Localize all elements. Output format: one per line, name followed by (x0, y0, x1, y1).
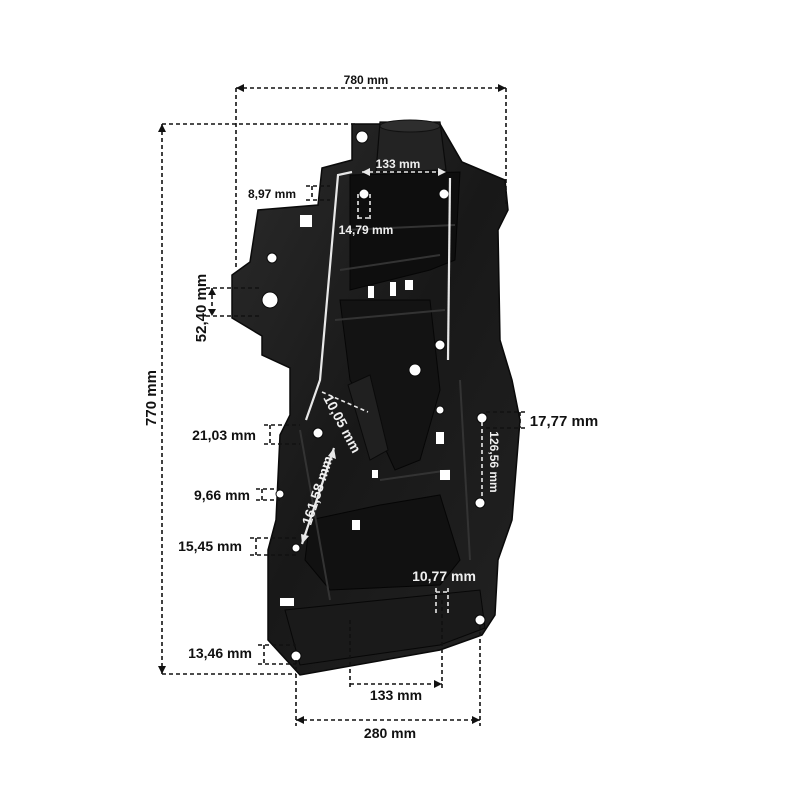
dim-bottom-small: 10,77 mm (412, 568, 476, 615)
dim-left-bottom-step: 13,46 mm (188, 644, 296, 665)
label-overall-width: 780 mm (344, 73, 389, 87)
label-overall-height: 770 mm (143, 370, 160, 426)
dim-top-left-small: 8,97 mm (248, 185, 330, 201)
label-left-step-1: 21,03 mm (192, 427, 256, 443)
light-outline-line (304, 170, 353, 421)
label-bottom-width: 280 mm (364, 725, 416, 741)
dim-top-hole-offset: 14,79 mm (339, 194, 394, 237)
slots (280, 215, 450, 606)
top-boss-rim (379, 119, 441, 133)
label-left-bottom-step: 13,46 mm (188, 645, 252, 661)
dim-bottom-width: 280 mm (295, 625, 481, 741)
dim-right-hole-offset: 17,77 mm (486, 411, 598, 430)
dim-left-step-3: 15,45 mm (178, 537, 296, 556)
dim-left-hole-height: 52,40 mm (193, 274, 262, 342)
label-right-hole-offset: 17,77 mm (530, 413, 598, 430)
dim-overall-width: 780 mm (235, 73, 507, 270)
label-bottom-small: 10,77 mm (412, 568, 476, 584)
bracket-part (231, 119, 521, 676)
dim-left-step-2: 9,66 mm (194, 487, 280, 503)
dim-right-vertical: 126,56 mm (481, 422, 501, 500)
label-top-left-small: 8,97 mm (248, 187, 296, 201)
light-outline-line-2 (446, 177, 452, 361)
label-left-hole-height: 52,40 mm (193, 274, 210, 342)
label-left-step-2: 9,66 mm (194, 487, 250, 503)
label-bottom-inner-span: 133 mm (370, 687, 422, 703)
diagonal-arm (347, 374, 389, 461)
ribs (299, 224, 471, 601)
dim-bottom-inner-span: 133 mm (349, 600, 443, 703)
label-top-inner-span: 133 mm (376, 157, 421, 171)
dim-top-inner-span: 133 mm (362, 157, 446, 176)
label-left-step-3: 15,45 mm (178, 538, 242, 554)
label-top-hole-offset: 14,79 mm (339, 223, 394, 237)
dim-left-step-1: 21,03 mm (192, 424, 300, 445)
lower-frame (304, 494, 461, 591)
label-right-vertical: 126,56 mm (487, 431, 501, 492)
dim-overall-height: 770 mm (143, 123, 356, 675)
